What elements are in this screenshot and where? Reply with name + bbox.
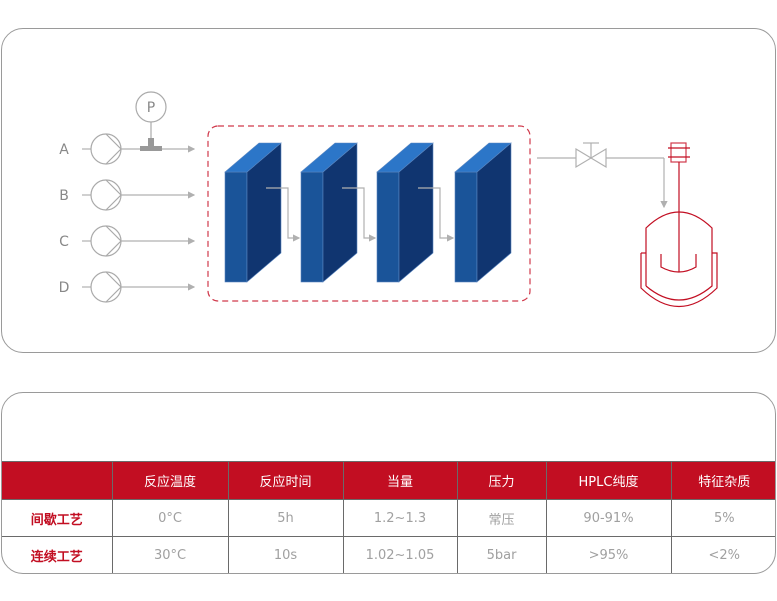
input-line-d: D xyxy=(59,271,196,303)
table-row-continuous: 连续工艺 30°C 10s 1.02~1.05 5bar >95% <2% xyxy=(2,536,775,573)
pump-icon xyxy=(90,179,122,211)
header-cell: 当量 xyxy=(342,461,458,500)
table-cell: 常压 xyxy=(456,499,547,537)
table-cell: 10s xyxy=(227,536,344,573)
reactor-module-4 xyxy=(454,142,512,283)
pump-icon xyxy=(90,133,122,165)
reactor-module-2 xyxy=(300,142,358,283)
table-cell: <2% xyxy=(670,536,775,573)
reactor-module-3 xyxy=(376,142,434,283)
pump-icon xyxy=(90,271,122,303)
reactor-module-1 xyxy=(224,142,282,283)
module-connector xyxy=(266,187,301,242)
process-comparison-table: 反应温度 反应时间 当量 压力 HPLC纯度 特征杂质 间歇工艺 0°C 5h … xyxy=(2,461,775,573)
input-label: A xyxy=(59,142,69,158)
input-line-c: C xyxy=(59,225,196,257)
module-connector xyxy=(342,187,377,242)
flow-diagram: A B C D P xyxy=(59,91,718,308)
comparison-table-panel: 反应温度 反应时间 当量 压力 HPLC纯度 特征杂质 间歇工艺 0°C 5h … xyxy=(1,392,776,574)
input-line-b: B xyxy=(59,179,196,211)
header-cell: 压力 xyxy=(456,461,547,500)
pressure-gauge-icon: P xyxy=(135,91,167,151)
table-cell: 0°C xyxy=(111,499,229,537)
row-label: 间歇工艺 xyxy=(2,499,113,537)
header-cell: HPLC纯度 xyxy=(545,461,672,500)
reactor-module-boundary xyxy=(207,125,531,302)
table-cell: >95% xyxy=(545,536,672,573)
input-line-a: A xyxy=(59,133,196,165)
table-cell: 30°C xyxy=(111,536,229,573)
input-label: D xyxy=(59,280,70,296)
pump-icon xyxy=(90,225,122,257)
table-cell: 1.2~1.3 xyxy=(342,499,458,537)
header-cell: 反应时间 xyxy=(227,461,344,500)
input-label: B xyxy=(59,188,69,204)
table-row-batch: 间歇工艺 0°C 5h 1.2~1.3 常压 90-91% 5% xyxy=(2,499,775,537)
header-cell: 特征杂质 xyxy=(670,461,775,500)
table-cell: 90-91% xyxy=(545,499,672,537)
table-cell: 1.02~1.05 xyxy=(342,536,458,573)
header-cell xyxy=(2,461,113,500)
row-label: 连续工艺 xyxy=(2,536,113,573)
valve-icon xyxy=(575,142,607,169)
module-connector xyxy=(418,187,455,242)
stirred-reactor-vessel-icon xyxy=(640,142,718,308)
table-cell: 5bar xyxy=(456,536,547,573)
pressure-gauge-label: P xyxy=(147,100,155,116)
table-header-row: 反应温度 反应时间 当量 压力 HPLC纯度 特征杂质 xyxy=(2,461,775,500)
table-cell: 5h xyxy=(227,499,344,537)
table-cell: 5% xyxy=(670,499,775,537)
input-label: C xyxy=(59,234,69,250)
header-cell: 反应温度 xyxy=(111,461,229,500)
outlet-line xyxy=(537,157,668,209)
